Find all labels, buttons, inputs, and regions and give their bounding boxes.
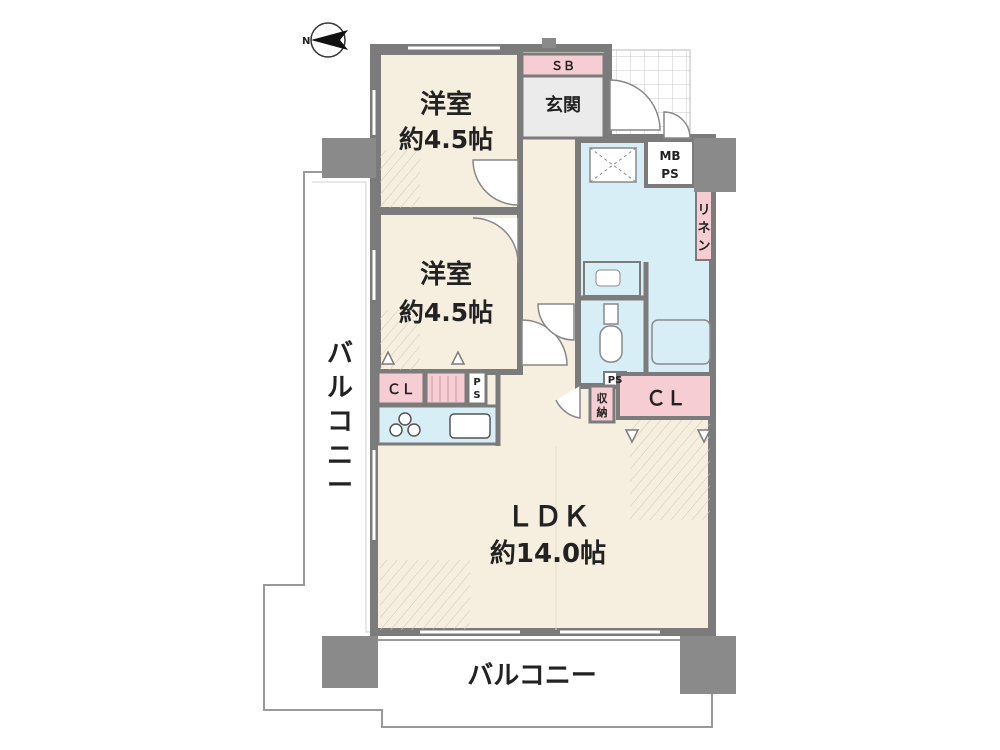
shoe-box-label: ＳＢ: [551, 59, 575, 73]
stair-closet: [424, 370, 468, 406]
bedroom-1-hatch: [380, 150, 420, 208]
structural-pillars: [322, 38, 736, 694]
toilet: [599, 325, 623, 363]
balcony-side-char-5: ー: [327, 471, 353, 501]
storage-char-1: 収: [597, 392, 609, 405]
ps-small: [466, 370, 488, 406]
entrance-label: 玄関: [545, 94, 581, 116]
mbps-label-2: PS: [661, 167, 678, 181]
mbps-label-1: MB: [659, 149, 680, 163]
mbps-shaft: [644, 138, 696, 188]
door-arcs: [472, 79, 691, 419]
north-compass: N: [302, 22, 348, 58]
bathtub: [651, 319, 711, 365]
balcony-side-char-3: コ: [327, 407, 353, 437]
balcony-side-char-4: ニ: [327, 441, 353, 471]
bedroom-2-name: 洋室: [420, 259, 472, 290]
linen-char-1: リ: [697, 203, 710, 218]
closet-small-label: ＣＬ: [387, 382, 415, 398]
entrance-hall: [520, 74, 606, 140]
storage: [588, 384, 616, 424]
ldk-name: ＬＤＫ: [506, 500, 590, 533]
ps-small-char-2: S: [473, 390, 480, 401]
bedroom-1-size: 約4.5帖: [399, 125, 493, 154]
bedroom-1-name: 洋室: [420, 89, 472, 120]
closet-small: [376, 370, 426, 406]
ldk-size: 約14.0帖: [490, 538, 606, 569]
balcony-side-char-2: ル: [327, 373, 353, 403]
closet-large: [616, 372, 714, 420]
ldk-hatch-right: [630, 420, 710, 520]
compass-north-letter: N: [302, 36, 310, 47]
bedroom-2-size: 約4.5帖: [399, 298, 493, 327]
window-sashes: [372, 46, 660, 634]
closet-large-label: ＣＬ: [646, 386, 686, 410]
linen-char-2: ネ: [697, 221, 710, 236]
washer-pan: [589, 147, 637, 183]
ps-toilet-label: PS: [608, 375, 623, 386]
window-markers: [380, 350, 712, 444]
ps-small-char-1: P: [473, 377, 480, 388]
storage-char-2: 納: [597, 405, 608, 419]
linen-char-3: ン: [697, 239, 710, 254]
balcony-bottom-label: バルコニー: [467, 661, 596, 691]
ldk-hatch-left: [380, 560, 470, 630]
balcony-side-char-1: バ: [327, 339, 353, 369]
